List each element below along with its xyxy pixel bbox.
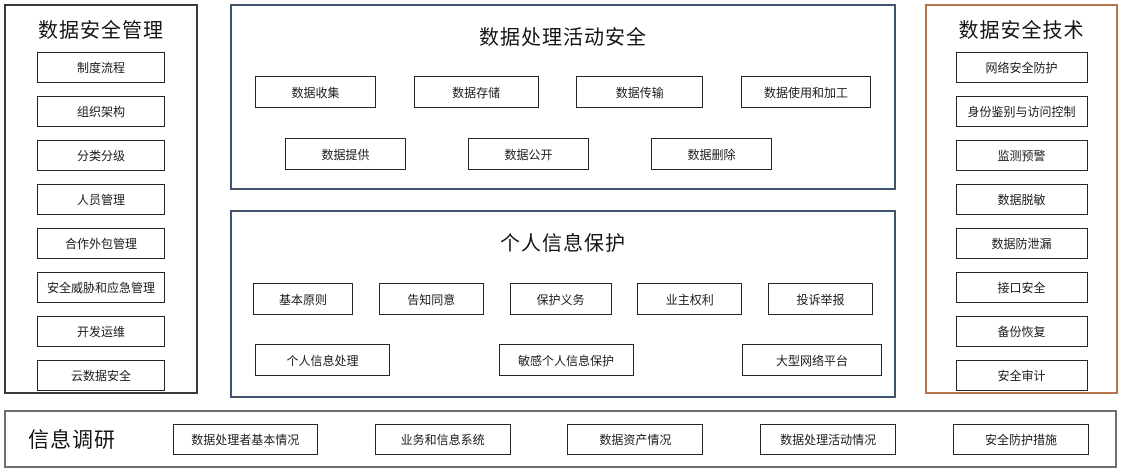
- technology-item: 网络安全防护: [955, 52, 1088, 83]
- management-item: 安全威胁和应急管理: [37, 272, 165, 303]
- panel-info-research: 信息调研 数据处理者基本情况 业务和信息系统 数据资产情况 数据处理活动情况 安…: [4, 410, 1117, 468]
- technology-item: 接口安全: [955, 272, 1088, 303]
- technology-item-list: 网络安全防护 身份鉴别与访问控制 监测预警 数据脱敏 数据防泄漏 接口安全 备份…: [955, 52, 1088, 391]
- panel-title-data-security-management: 数据安全管理: [38, 20, 164, 42]
- panel-title-data-processing-activity-security: 数据处理活动安全: [479, 27, 647, 49]
- management-item: 合作外包管理: [37, 228, 165, 259]
- panel-data-security-management: 数据安全管理 制度流程 组织架构 分类分级 人员管理 合作外包管理 安全威胁和应…: [4, 4, 198, 394]
- processing-item: 数据公开: [468, 138, 589, 170]
- management-item: 人员管理: [37, 184, 165, 215]
- technology-item: 监测预警: [955, 140, 1088, 171]
- personal-item: 业主权利: [637, 283, 743, 315]
- processing-item: 数据存储: [413, 76, 539, 108]
- personal-item: 个人信息处理: [255, 344, 390, 376]
- personal-item: 基本原则: [253, 283, 353, 315]
- research-item: 数据资产情况: [567, 423, 704, 455]
- personal-row-2: 个人信息处理 敏感个人信息保护 大型网络平台: [232, 344, 894, 376]
- panel-title-data-security-technology: 数据安全技术: [958, 20, 1085, 42]
- management-item: 组织架构: [37, 96, 165, 127]
- research-item: 数据处理活动情况: [760, 423, 897, 455]
- personal-item: 告知同意: [378, 283, 484, 315]
- panel-title-personal-info-protection: 个人信息保护: [500, 233, 626, 255]
- personal-item: 投诉举报: [768, 283, 873, 315]
- technology-item: 备份恢复: [955, 316, 1088, 347]
- processing-row-2: 数据提供 数据公开 数据删除: [232, 138, 894, 170]
- management-item: 分类分级: [37, 140, 165, 171]
- processing-item: 数据传输: [576, 76, 704, 108]
- technology-item: 数据防泄漏: [955, 228, 1088, 259]
- technology-item: 安全审计: [955, 360, 1088, 391]
- panel-data-security-technology: 数据安全技术 网络安全防护 身份鉴别与访问控制 监测预警 数据脱敏 数据防泄漏 …: [925, 4, 1118, 394]
- research-item: 业务和信息系统: [374, 423, 511, 455]
- research-item: 数据处理者基本情况: [172, 423, 318, 455]
- panel-personal-info-protection: 个人信息保护 基本原则 告知同意 保护义务 业主权利 投诉举报 个人信息处理 敏…: [230, 210, 896, 398]
- management-item: 云数据安全: [37, 360, 165, 391]
- panel-title-info-research: 信息调研: [28, 429, 116, 452]
- research-item: 安全防护措施: [952, 423, 1089, 455]
- personal-item: 大型网络平台: [742, 344, 882, 376]
- management-item-list: 制度流程 组织架构 分类分级 人员管理 合作外包管理 安全威胁和应急管理 开发运…: [37, 52, 165, 391]
- processing-row-1: 数据收集 数据存储 数据传输 数据使用和加工: [232, 76, 894, 108]
- technology-item: 身份鉴别与访问控制: [955, 96, 1088, 127]
- processing-item: 数据删除: [651, 138, 772, 170]
- personal-row-1: 基本原则 告知同意 保护义务 业主权利 投诉举报: [232, 283, 894, 315]
- panel-data-processing-activity-security: 数据处理活动安全 数据收集 数据存储 数据传输 数据使用和加工 数据提供 数据公…: [230, 4, 896, 190]
- technology-item: 数据脱敏: [955, 184, 1088, 215]
- processing-item: 数据收集: [255, 76, 376, 108]
- management-item: 制度流程: [37, 52, 165, 83]
- personal-item: 保护义务: [509, 283, 612, 315]
- processing-item: 数据提供: [285, 138, 406, 170]
- personal-item: 敏感个人信息保护: [498, 344, 634, 376]
- processing-item: 数据使用和加工: [740, 76, 871, 108]
- management-item: 开发运维: [37, 316, 165, 347]
